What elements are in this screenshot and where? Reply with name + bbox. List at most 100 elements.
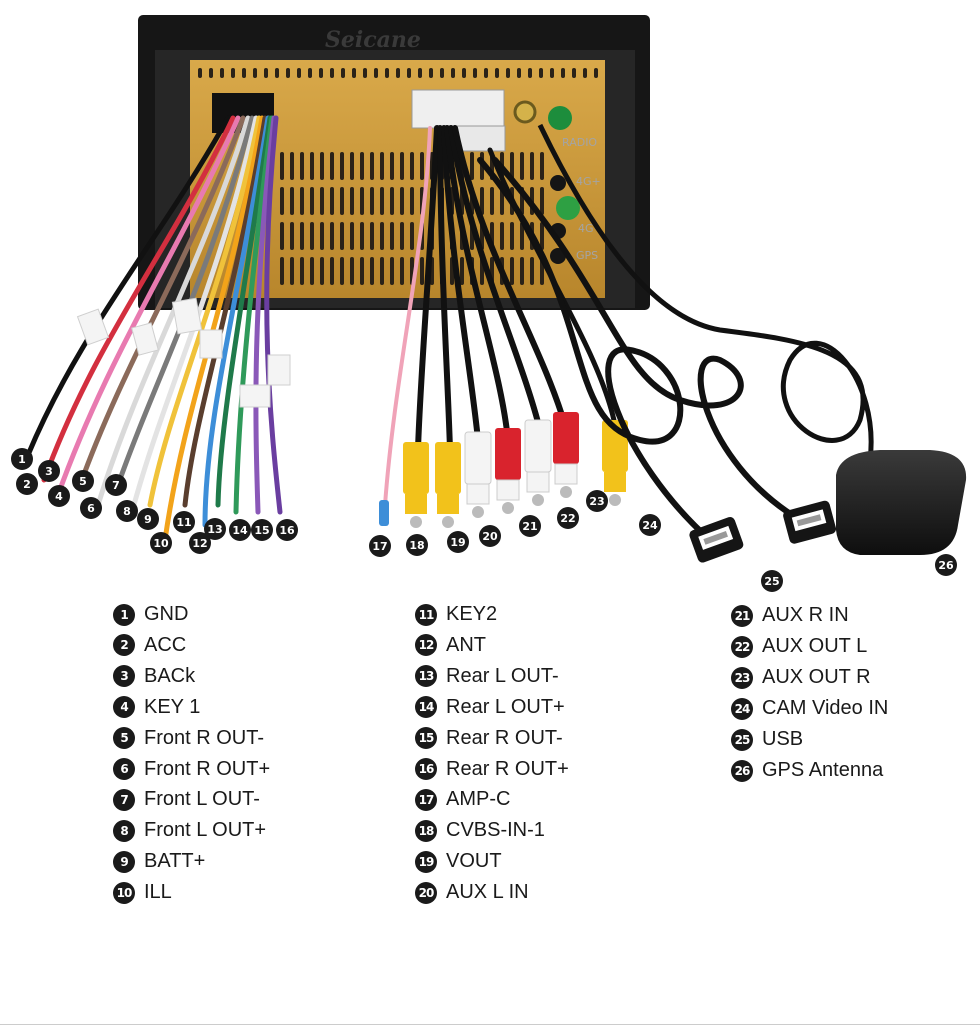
vent-slot <box>540 187 544 215</box>
vent-slot <box>520 257 524 285</box>
legend-number: 13 <box>415 665 437 688</box>
radio-port-label: RADIO <box>562 136 597 149</box>
vent-slot <box>242 68 246 78</box>
callout-number: 2 <box>23 478 31 491</box>
vent-slot <box>290 222 294 250</box>
legend-label: ILL <box>144 881 172 904</box>
vent-slot <box>484 68 488 78</box>
legend-label: KEY 1 <box>144 695 201 718</box>
vent-slot <box>341 68 345 78</box>
callout-circle <box>11 448 33 470</box>
legend-label: USB <box>762 728 804 750</box>
legend-label: GPS Antenna <box>762 759 884 781</box>
vent-slot <box>495 68 499 78</box>
callout-circle <box>251 519 273 541</box>
wiring-diagram-photo: Seicane RADIO 4G+ 4G GPS <box>11 15 967 592</box>
vent-slot <box>510 152 514 180</box>
vent-slot <box>320 222 324 250</box>
callout-number: 18 <box>409 539 424 552</box>
vent-slot <box>380 222 384 250</box>
callout-circle <box>72 470 94 492</box>
4g-port-label: 4G <box>578 222 594 235</box>
vent-slot <box>198 68 202 78</box>
vent-slot <box>400 222 404 250</box>
vent-slot <box>528 68 532 78</box>
vent-slot <box>330 68 334 78</box>
vent-slot <box>470 152 474 180</box>
vent-slot <box>594 68 598 78</box>
legend-number: 8 <box>113 819 135 842</box>
vent-slot <box>390 152 394 180</box>
vent-slot <box>451 68 455 78</box>
wire-tags <box>76 297 291 408</box>
vent-slot <box>460 257 464 285</box>
legend-number: 6 <box>113 758 135 780</box>
vent-slot <box>319 68 323 78</box>
vent-slot <box>350 222 354 250</box>
legend-number: 7 <box>113 788 135 811</box>
vent-slot <box>300 257 304 285</box>
legend-label: ANT <box>446 633 486 656</box>
vent-slot <box>473 68 477 78</box>
legend-number: 4 <box>113 696 135 719</box>
vent-slot <box>280 152 284 180</box>
callout-circle <box>229 519 251 541</box>
legend-number: 2 <box>113 634 135 657</box>
vent-slot <box>330 152 334 180</box>
vent-slot <box>320 152 324 180</box>
vent-slot <box>490 187 494 215</box>
vent-slot <box>290 187 294 215</box>
vent-slot <box>340 222 344 250</box>
legend-label: AUX OUT R <box>762 666 871 688</box>
vent-slot <box>540 152 544 180</box>
legend-item: 26 GPS Antenna <box>731 759 883 782</box>
callout-number: 5 <box>79 475 87 488</box>
legend-number: 16 <box>415 758 437 780</box>
legend-label: CAM Video IN <box>762 697 889 719</box>
vent-slot <box>380 152 384 180</box>
legend-label: Front R OUT- <box>144 726 265 749</box>
vent-slot <box>340 187 344 215</box>
callout-number: 11 <box>176 516 191 529</box>
vent-slot <box>360 187 364 215</box>
vent-slot <box>462 68 466 78</box>
vent-slot <box>330 222 334 250</box>
vent-slot <box>264 68 268 78</box>
vent-slot <box>390 187 394 215</box>
vent-slots <box>198 68 598 285</box>
gps-port-label: GPS <box>576 249 598 262</box>
callout-number: 14 <box>232 524 248 537</box>
legend-number: 5 <box>113 727 135 750</box>
legend-number: 10 <box>113 881 135 904</box>
vent-slot <box>530 257 534 285</box>
callout-number: 3 <box>45 465 53 478</box>
legend-label: Front L OUT+ <box>144 819 267 842</box>
multi-pin-connector <box>411 89 505 129</box>
legend-number: 19 <box>415 850 437 873</box>
vent-slot <box>310 222 314 250</box>
vent-slot <box>510 257 514 285</box>
callout-circle <box>80 497 102 519</box>
vent-slot <box>340 257 344 285</box>
legend-label: GND <box>144 603 189 625</box>
vent-slot <box>280 222 284 250</box>
legend-number: 25 <box>731 728 753 751</box>
callout-circle <box>406 534 428 556</box>
legend-number: 11 <box>415 603 437 626</box>
vent-slot <box>429 68 433 78</box>
vent-slot <box>310 257 314 285</box>
legend-number: 18 <box>415 819 437 842</box>
vent-slot <box>550 68 554 78</box>
vent-slot <box>280 257 284 285</box>
legend-number: 26 <box>731 759 753 782</box>
legend-item: 5 Front R OUT- <box>113 727 264 750</box>
vent-slot <box>370 257 374 285</box>
callout-circle <box>479 525 501 547</box>
